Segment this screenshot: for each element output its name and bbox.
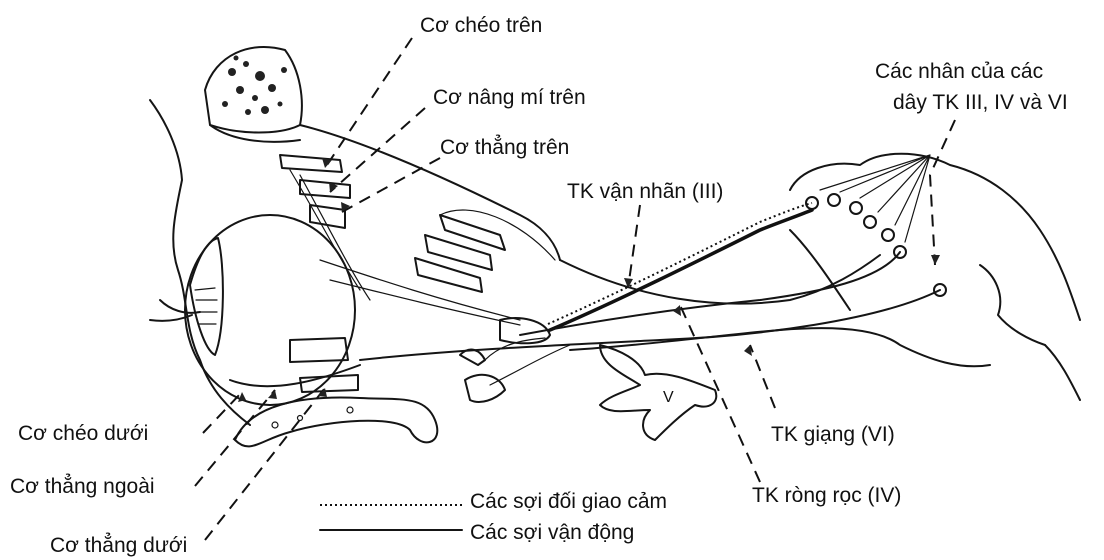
label-roman-v: V	[663, 386, 674, 410]
legend-parasympathetic: Các sợi đối giao cảm	[470, 490, 667, 514]
label-superior-rectus: Cơ thẳng trên	[440, 136, 569, 160]
trochlear-nerve-path	[520, 252, 900, 335]
label-nuclei-line2: dây TK III, IV và VI	[893, 91, 1068, 115]
trigeminal-nerve-shape	[600, 345, 716, 440]
leader-lines	[195, 38, 955, 540]
face-profile	[150, 100, 250, 425]
label-oculomotor-nerve: TK vận nhãn (III)	[567, 180, 723, 204]
legend-lines	[320, 505, 462, 530]
label-superior-oblique: Cơ chéo trên	[420, 14, 542, 38]
label-lateral-rectus: Cơ thẳng ngoài	[10, 475, 155, 499]
ciliary-ganglion-area	[460, 318, 570, 402]
label-nuclei-line1: Các nhân của các	[875, 60, 1043, 84]
label-inferior-rectus: Cơ thẳng dưới	[50, 534, 187, 558]
label-abducens-nerve: TK giạng (VI)	[771, 423, 895, 447]
label-levator-palpebrae: Cơ nâng mí trên	[433, 86, 586, 110]
legend-motor: Các sợi vận động	[470, 521, 634, 545]
label-inferior-oblique: Cơ chéo dưới	[18, 422, 148, 446]
label-trochlear-nerve: TK ròng rọc (IV)	[752, 484, 901, 508]
